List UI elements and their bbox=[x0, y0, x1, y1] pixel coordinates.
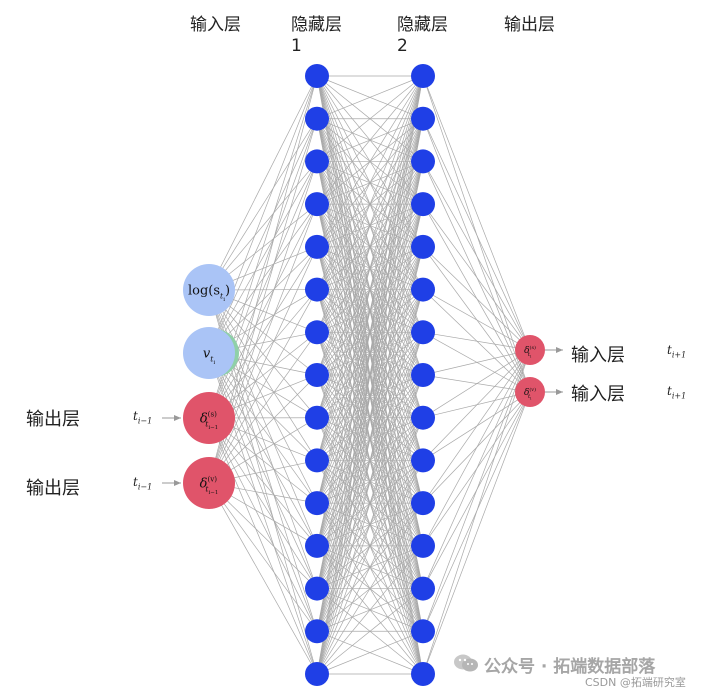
edge-h2-9-out0 bbox=[423, 350, 530, 460]
edge-h2-0-out0 bbox=[423, 76, 530, 350]
hidden-layer-1-title: 隐藏层 bbox=[291, 10, 342, 35]
hidden1-node-7 bbox=[305, 320, 329, 344]
hidden2-node-10 bbox=[411, 448, 435, 472]
input-layer-title: 输入层 bbox=[190, 10, 241, 35]
hidden1-node-8 bbox=[305, 363, 329, 387]
hidden2-node-2 bbox=[411, 107, 435, 131]
left-label-2: 输出层 bbox=[26, 474, 80, 500]
hidden2-node-7 bbox=[411, 320, 435, 344]
hidden1-node-5 bbox=[305, 235, 329, 259]
hidden2-node-11 bbox=[411, 491, 435, 515]
hidden1-node-2 bbox=[305, 107, 329, 131]
hidden1-node-9 bbox=[305, 406, 329, 430]
right-label-1: 输入层 bbox=[571, 341, 625, 367]
hidden1-node-3 bbox=[305, 149, 329, 173]
left-time-2: ti−1 bbox=[133, 475, 152, 491]
hidden2-node-6 bbox=[411, 278, 435, 302]
hidden-layer-2-title: 隐藏层 bbox=[397, 10, 448, 35]
output-layer-title: 输出层 bbox=[504, 10, 555, 35]
wechat-icon bbox=[453, 653, 479, 673]
hidden1-node-12 bbox=[305, 534, 329, 558]
hidden1-node-11 bbox=[305, 491, 329, 515]
edge-in0-h1-1 bbox=[209, 119, 317, 290]
edge-h2-14-out0 bbox=[423, 350, 530, 674]
left-time-1: ti−1 bbox=[133, 409, 152, 425]
left-label-1: 输出层 bbox=[26, 405, 80, 431]
right-label-2: 输入层 bbox=[571, 380, 625, 406]
hidden2-node-5 bbox=[411, 235, 435, 259]
edge-h2-13-out0 bbox=[423, 350, 530, 631]
edge-in3-h1-13 bbox=[209, 483, 317, 631]
hidden1-node-1 bbox=[305, 64, 329, 88]
edge-h2-8-out0 bbox=[423, 350, 530, 418]
edge-h2-3-out0 bbox=[423, 204, 530, 350]
hidden2-node-13 bbox=[411, 577, 435, 601]
hidden1-node-4 bbox=[305, 192, 329, 216]
edge-in2-h1-14 bbox=[209, 418, 317, 674]
edge-h2-10-out0 bbox=[423, 350, 530, 503]
right-time-2-sub: i+1 bbox=[672, 391, 686, 400]
watermark-sub: CSDN @拓端研究室 bbox=[585, 674, 686, 690]
hidden-layer-2-number: 2 bbox=[397, 36, 408, 56]
edge-h2-11-out0 bbox=[423, 350, 530, 546]
hidden2-node-8 bbox=[411, 363, 435, 387]
right-time-1-sub: i+1 bbox=[672, 350, 686, 359]
hidden1-node-13 bbox=[305, 577, 329, 601]
hidden-layer-1-number: 1 bbox=[291, 36, 302, 56]
edge-in3-h1-14 bbox=[209, 483, 317, 674]
right-time-1: ti+1 bbox=[667, 343, 686, 359]
edge-h2-7-out0 bbox=[423, 350, 530, 375]
hidden1-node-14 bbox=[305, 619, 329, 643]
edge-h2-1-out0 bbox=[423, 119, 530, 350]
hidden2-node-1 bbox=[411, 64, 435, 88]
left-time-2-sub: i−1 bbox=[138, 482, 152, 491]
right-time-2: ti+1 bbox=[667, 384, 686, 400]
hidden1-node-10 bbox=[305, 448, 329, 472]
edge-h2-14-out1 bbox=[423, 392, 530, 674]
hidden1-node-15 bbox=[305, 662, 329, 686]
left-time-1-sub: i−1 bbox=[138, 416, 152, 425]
hidden2-node-4 bbox=[411, 192, 435, 216]
edge-h2-12-out0 bbox=[423, 350, 530, 589]
hidden2-node-3 bbox=[411, 149, 435, 173]
hidden1-node-6 bbox=[305, 278, 329, 302]
edge-h2-2-out0 bbox=[423, 161, 530, 350]
connections bbox=[209, 76, 530, 674]
hidden2-node-9 bbox=[411, 406, 435, 430]
hidden2-node-12 bbox=[411, 534, 435, 558]
hidden2-node-14 bbox=[411, 619, 435, 643]
hidden2-node-15 bbox=[411, 662, 435, 686]
